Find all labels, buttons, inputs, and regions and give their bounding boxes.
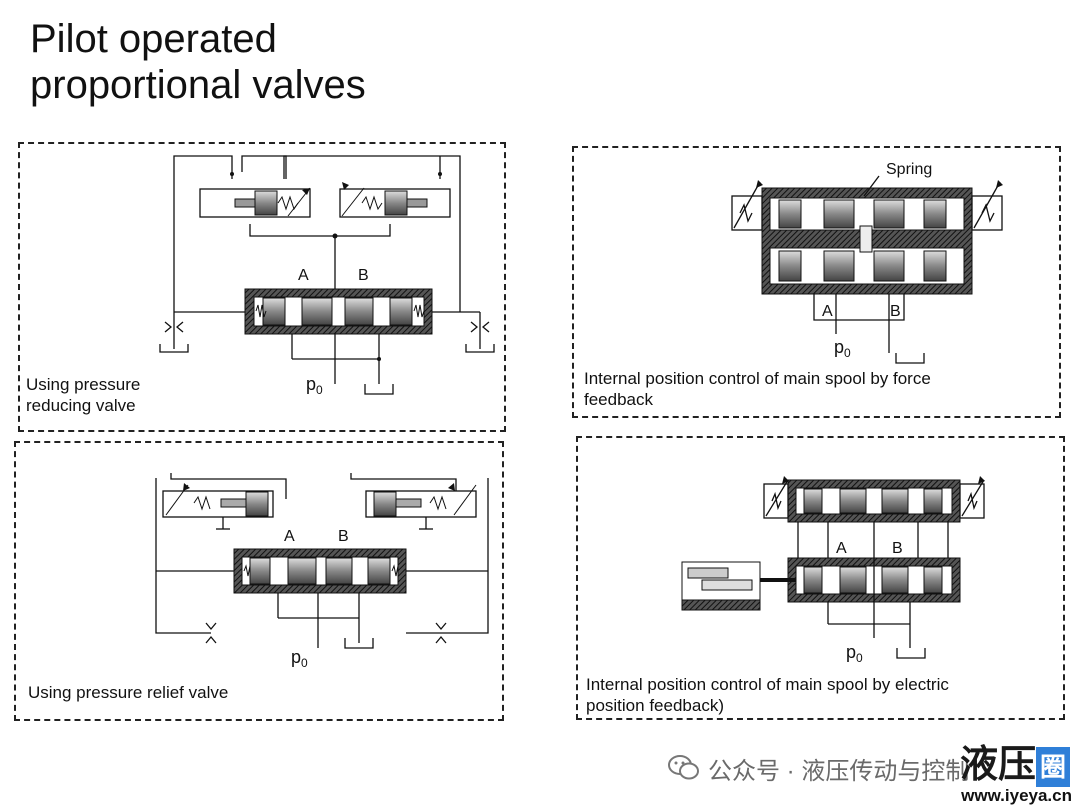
relief-valve-diagram: A B p0 xyxy=(155,473,489,670)
watermark-url: www.iyeya.cn xyxy=(961,786,1072,805)
force-caption-line-2: feedback xyxy=(584,390,653,409)
electric-lines xyxy=(763,479,985,659)
watermark-brand-text: 液压 xyxy=(959,744,1036,786)
relief-pilot-right xyxy=(365,483,477,518)
main-valve xyxy=(244,288,433,335)
force-valve-body xyxy=(761,187,973,295)
p0-label: p0 xyxy=(291,647,308,670)
port-a-label: A xyxy=(284,528,295,545)
panel-pressure-reducing: A B p0 Using pressure reducing valve xyxy=(18,142,506,432)
port-b-label: B xyxy=(892,540,903,557)
port-b-label: B xyxy=(890,303,901,320)
force-lines xyxy=(731,175,1003,364)
slide-title: Pilot operated proportional valves xyxy=(30,16,366,108)
pilot-lines xyxy=(155,473,489,649)
panel-force-feedback: Spring A B p0 Internal position control … xyxy=(572,146,1061,418)
electric-caption-line-2: position feedback) xyxy=(586,696,724,715)
panel-pressure-relief: A B p0 Using pressure relief valve xyxy=(14,441,504,721)
reducing-valve-diagram: A B p0 xyxy=(159,155,495,397)
title-line-2: proportional valves xyxy=(30,63,366,107)
electric-pilot-valve xyxy=(787,479,961,523)
spring-label: Spring xyxy=(886,161,932,178)
reducing-caption-line-2: reducing valve xyxy=(26,396,136,415)
pilot-lines xyxy=(173,155,481,384)
reducing-caption: Using pressure reducing valve xyxy=(26,374,140,416)
title-line-1: Pilot operated xyxy=(30,17,277,61)
relief-main-valve xyxy=(233,548,407,594)
p0-label: p0 xyxy=(846,642,863,665)
pilot-valve-left xyxy=(199,187,311,218)
port-a-label: A xyxy=(822,303,833,320)
port-b-label: B xyxy=(338,528,349,545)
force-caption: Internal position control of main spool … xyxy=(584,368,931,410)
orifices-tanks xyxy=(159,321,495,395)
reducing-caption-line-1: Using pressure xyxy=(26,375,141,394)
p0-label: p0 xyxy=(306,374,323,397)
watermark: 公众号 · 液压传动与控制 xyxy=(668,748,969,788)
watermark-brand: 液压圈 xyxy=(960,745,1070,787)
electric-feedback-diagram: A B p0 xyxy=(681,476,985,665)
pilot-valve-right xyxy=(339,182,451,218)
port-a-label: A xyxy=(298,267,309,284)
relief-pilot-left xyxy=(162,483,274,518)
electric-caption: Internal position control of main spool … xyxy=(586,674,949,716)
wechat-icon xyxy=(668,755,699,780)
panel-electric-feedback: A B p0 Internal position control of main… xyxy=(576,436,1065,720)
relief-caption: Using pressure relief valve xyxy=(28,683,229,702)
position-transducer xyxy=(681,561,796,611)
port-a-label: A xyxy=(836,540,847,557)
watermark-text: 公众号 · 液压传动与控制 xyxy=(708,757,970,785)
port-b-label: B xyxy=(358,267,369,284)
electric-caption-line-1: Internal position control of main spool … xyxy=(586,675,949,694)
force-caption-line-1: Internal position control of main spool … xyxy=(584,369,931,388)
p0-label: p0 xyxy=(834,337,851,360)
force-feedback-diagram: Spring A B p0 xyxy=(731,161,1003,364)
watermark-brand-box: 圈 xyxy=(1035,747,1070,787)
